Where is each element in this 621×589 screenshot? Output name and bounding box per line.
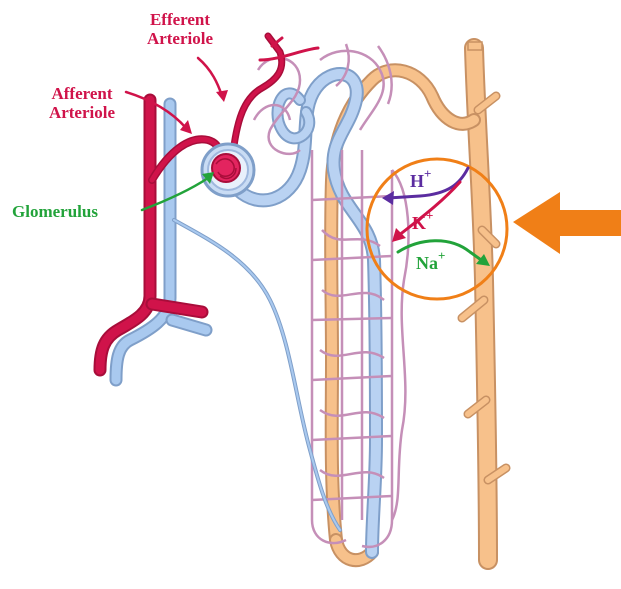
afferent-arteriole-label: Afferent Arteriole	[32, 84, 132, 122]
hydrogen-symbol: H	[410, 171, 424, 191]
potassium-ion-label: K+	[412, 214, 433, 233]
efferent-label-line1: Efferent	[128, 10, 232, 29]
tubule-system	[238, 70, 474, 560]
sodium-symbol: Na	[416, 253, 438, 273]
sodium-ion-label: Na+	[416, 254, 445, 273]
efferent-arteriole-label: Efferent Arteriole	[128, 10, 232, 48]
potassium-charge: +	[426, 208, 433, 223]
big-arrow-icon	[513, 192, 621, 254]
sodium-charge: +	[438, 248, 445, 263]
potassium-symbol: K	[412, 213, 426, 233]
renal-artery	[100, 36, 318, 370]
hydrogen-charge: +	[424, 166, 431, 181]
afferent-label-line2: Arteriole	[32, 103, 132, 122]
efferent-label-line2: Arteriole	[128, 29, 232, 48]
afferent-label-line1: Afferent	[32, 84, 132, 103]
glomerulus-capsule	[202, 144, 254, 196]
glomerulus-label: Glomerulus	[12, 202, 98, 221]
hydrogen-ion-label: H+	[410, 172, 431, 191]
